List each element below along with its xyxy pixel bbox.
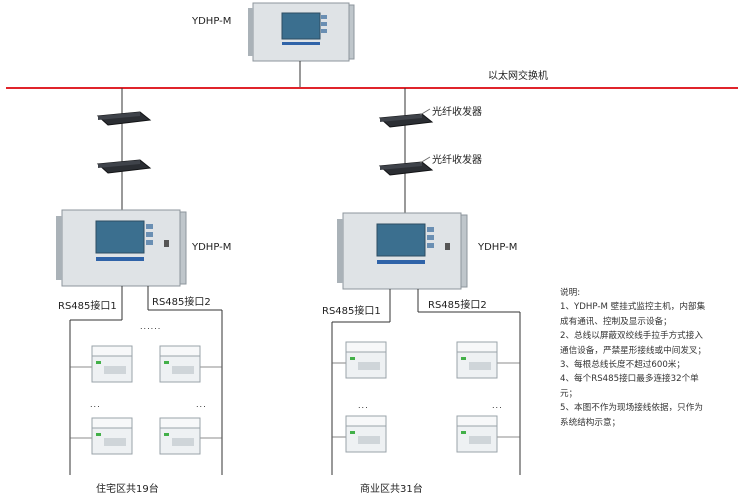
notes-title: 说明: <box>560 288 581 298</box>
fiber-label-pointer-1 <box>419 108 431 116</box>
right-meter-4 <box>456 415 498 453</box>
left-fiber-transceiver-lower <box>96 159 152 174</box>
left-meter-3 <box>91 417 133 455</box>
notes-line: 4、每个RS485接口最多连接32个单 <box>560 374 699 385</box>
notes-line: 系统结构示意； <box>560 417 621 428</box>
right-rs485-port-2: RS485接口2 <box>428 300 487 311</box>
right-host-cabinet <box>337 212 468 290</box>
left-host-cabinet <box>56 209 187 287</box>
left-meter-1 <box>91 345 133 383</box>
notes-line: 2、总线以屏蔽双绞线手拉手方式接入 <box>560 331 703 342</box>
notes-line: 1、YDHP-M 壁挂式监控主机，内部集 <box>560 302 706 313</box>
notes-line: 元； <box>560 388 578 399</box>
left-ellipsis-top: ...... <box>140 322 162 331</box>
left-fiber-transceiver-upper <box>96 111 152 126</box>
right-rs485-port-1: RS485接口1 <box>322 306 381 317</box>
left-ellipsis-right: ... <box>196 400 207 409</box>
left-group-footer: 住宅区共19台 <box>96 484 159 495</box>
notes-line: 3、每根总线长度不超过600米； <box>560 360 685 371</box>
right-fiber-transceiver-lower <box>378 161 434 176</box>
notes-line: 通信设备，严禁星形接线或中间发叉； <box>560 345 707 356</box>
top-host-label: YDHP-M <box>192 16 232 27</box>
fiber-label-pointer-2 <box>419 156 431 164</box>
left-rs485-port-2: RS485接口2 <box>152 297 211 308</box>
right-ellipsis-right: ... <box>492 401 503 410</box>
notes-line: 5、本图不作为现场接线依据，只作为 <box>560 403 703 414</box>
right-ellipsis-left: ... <box>358 401 369 410</box>
right-meter-2 <box>456 341 498 379</box>
left-rs485-port-1: RS485接口1 <box>58 301 117 312</box>
notes-panel: 说明: 1、YDHP-M 壁挂式监控主机，内部集 成有通讯、控制及显示设备； 2… <box>560 286 750 430</box>
right-bus-wiring <box>331 289 521 475</box>
fiber-transceiver-label-1: 光纤收发器 <box>432 107 482 118</box>
right-meter-3 <box>345 415 387 453</box>
left-host-label: YDHP-M <box>192 242 232 253</box>
right-fiber-transceiver-upper <box>378 113 434 128</box>
notes-line: 成有通讯、控制及显示设备； <box>560 316 672 327</box>
left-ellipsis-left: ... <box>90 400 101 409</box>
right-meter-1 <box>345 341 387 379</box>
fiber-transceiver-label-2: 光纤收发器 <box>432 155 482 166</box>
left-bus-wiring <box>69 286 223 475</box>
ethernet-switch-label: 以太网交换机 <box>488 71 548 82</box>
top-host-cabinet <box>248 2 355 62</box>
left-meter-4 <box>159 417 201 455</box>
right-group-footer: 商业区共31台 <box>360 484 423 495</box>
left-meter-2 <box>159 345 201 383</box>
right-host-label: YDHP-M <box>478 242 518 253</box>
